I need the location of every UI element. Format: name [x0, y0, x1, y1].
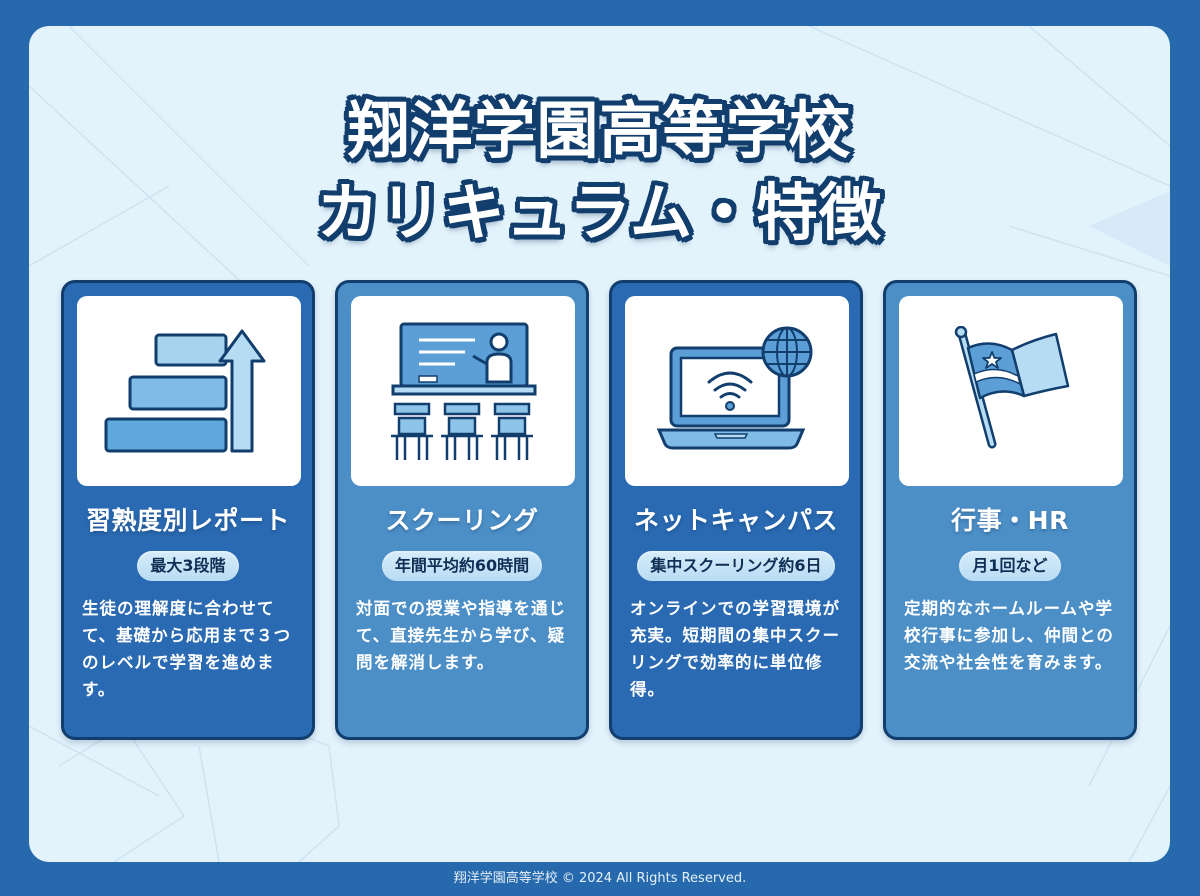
footer-copyright: 翔洋学園高等学校 © 2024 All Rights Reserved. — [453, 871, 747, 886]
card-icon-box — [625, 296, 849, 486]
card-icon-box — [899, 296, 1123, 486]
feature-card-net-campus: ネットキャンパス 集中スクーリング約6日 オンラインでの学習環境が充実。短期間の… — [609, 280, 863, 740]
title-line-2: カリキュラム・特徴 — [316, 176, 883, 249]
laptop-wifi-globe-icon — [657, 326, 813, 450]
card-title: 習熟度別レポート — [85, 506, 290, 535]
card-badge: 最大3段階 — [137, 551, 239, 581]
card-badge: 年間平均約60時間 — [381, 551, 543, 581]
card-badge: 月1回など — [959, 551, 1061, 581]
page-title: 翔洋学園高等学校 カリキュラム・特徴 — [29, 90, 1170, 254]
card-icon-box — [351, 296, 575, 486]
background-decoration — [29, 26, 1170, 862]
flag-star-icon — [954, 326, 1070, 449]
card-description: 対面での授業や指導を通じて、直接先生から学び、疑問を解消します。 — [356, 599, 566, 672]
card-title: スクーリング — [385, 506, 539, 535]
main-panel: 翔洋学園高等学校 カリキュラム・特徴 習熟度別レポート 最大3段階 生徒の理解度… — [29, 26, 1170, 862]
card-description: オンラインでの学習環境が充実。短期間の集中スクーリングで効率的に単位修得。 — [630, 599, 840, 699]
stairs-arrow-up-icon — [104, 329, 266, 453]
feature-card-events-hr: 行事・HR 月1回など 定期的なホームルームや学校行事に参加し、仲間との交流や社… — [883, 280, 1137, 740]
feature-card-report: 習熟度別レポート 最大3段階 生徒の理解度に合わせてて、基礎から応用まで３つのレ… — [61, 280, 315, 740]
feature-cards: 習熟度別レポート 最大3段階 生徒の理解度に合わせてて、基礎から応用まで３つのレ… — [61, 280, 1141, 740]
classroom-teacher-icon — [391, 322, 537, 460]
card-title: ネットキャンパス — [633, 506, 838, 535]
title-line-1: 翔洋学園高等学校 — [347, 94, 852, 167]
feature-card-schooling: スクーリング 年間平均約60時間 対面での授業や指導を通じて、直接先生から学び、… — [335, 280, 589, 740]
card-title: 行事・HR — [951, 506, 1069, 535]
card-description: 定期的なホームルームや学校行事に参加し、仲間との交流や社会性を育みます。 — [904, 599, 1114, 672]
card-icon-box — [77, 296, 301, 486]
card-badge: 集中スクーリング約6日 — [637, 551, 835, 581]
card-description: 生徒の理解度に合わせてて、基礎から応用まで３つのレベルで学習を進めます。 — [82, 599, 292, 699]
